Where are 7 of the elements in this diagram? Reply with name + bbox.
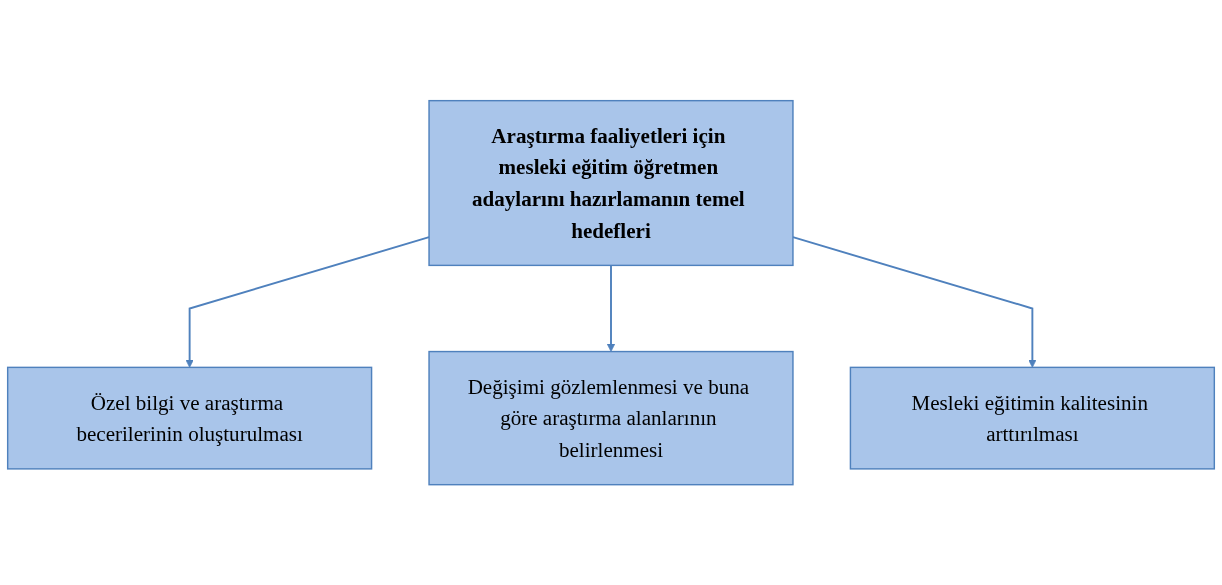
arrow [792,236,1037,368]
node-box: Araştırma faaliyetleri için mesleki eğitim öğretmen adaylarını hazırlamanın temel hedefleri [428,99,794,266]
node-box: Özel bilgi ve araştırma becerilerinin oluşturulması [6,366,373,470]
node-box: Mesleki eğitimin kalitesinin arttırılması [849,366,1216,470]
arrow [606,264,616,352]
arrow [185,236,430,368]
node-box: Değişimi gözlemlenmesi ve buna göre araştırma alanlarının belirlenmesi [428,350,794,486]
